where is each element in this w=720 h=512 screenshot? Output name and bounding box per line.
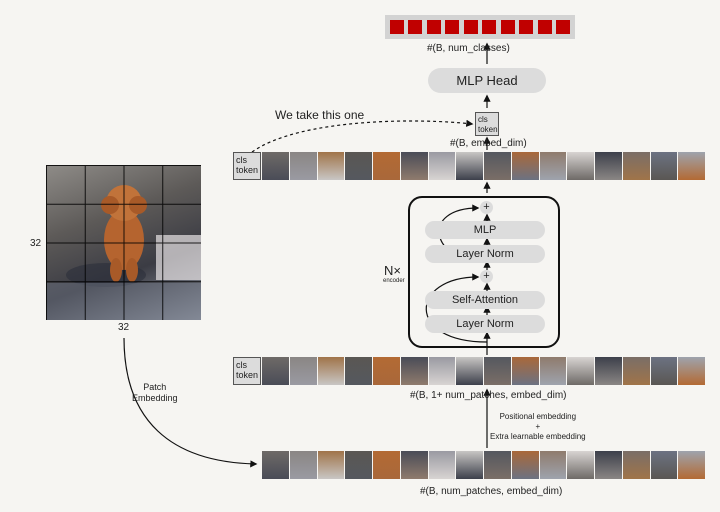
patch-grid <box>46 165 201 320</box>
embedding-note: Positional embedding + Extra learnable e… <box>490 412 586 442</box>
patch-tile <box>456 357 484 385</box>
layer-norm-bottom: Layer Norm <box>425 315 545 333</box>
patch-tile <box>539 357 568 385</box>
patch-tile <box>678 451 706 479</box>
patch-tile <box>345 451 373 479</box>
logit-cell <box>556 20 571 34</box>
sequence-shape-label: #(B, 1+ num_patches, embed_dim) <box>410 390 567 401</box>
logit-cell <box>408 20 423 34</box>
patch-tile <box>484 357 512 385</box>
patch-tile <box>428 451 457 479</box>
layer-norm-top: Layer Norm <box>425 245 545 263</box>
residual-bottom <box>425 273 488 343</box>
image-width-label: 32 <box>118 322 130 333</box>
patch-tile <box>539 451 568 479</box>
patch-tile <box>595 357 623 385</box>
patch-tile <box>456 451 484 479</box>
mlp-head: MLP Head <box>428 68 546 93</box>
patch-tile <box>678 357 706 385</box>
patch-embedding-label: Patch Embedding <box>132 382 178 403</box>
patches-shape-label: #(B, num_patches, embed_dim) <box>420 486 563 497</box>
patch-tile <box>511 451 540 479</box>
we-take-this-one-arrow <box>251 119 474 153</box>
patch-tile <box>262 451 290 479</box>
patch-tile <box>456 152 484 180</box>
patch-tile <box>678 152 706 180</box>
patch-tile <box>567 152 595 180</box>
extra-embedding-label: Extra learnable embedding <box>490 432 586 441</box>
patch-tile <box>622 451 651 479</box>
patch-tile <box>484 451 512 479</box>
n-label: N <box>384 263 394 278</box>
patch-tile <box>622 357 651 385</box>
output-shape-label: #(B, num_classes) <box>427 43 510 54</box>
residual-add-top: + <box>480 201 493 214</box>
logit-cell <box>426 20 441 34</box>
patch-tile <box>567 451 595 479</box>
patch-tile <box>289 152 318 180</box>
logit-cell <box>463 20 478 34</box>
logit-cell <box>500 20 515 34</box>
patch-tile <box>539 152 568 180</box>
logit-cell <box>519 20 534 34</box>
patch-tile <box>400 451 429 479</box>
input-image <box>46 165 201 320</box>
patch-tile <box>595 152 623 180</box>
patch-tile <box>317 451 346 479</box>
patch-tile <box>511 152 540 180</box>
logit-cell <box>482 20 497 34</box>
patch-tile <box>484 152 512 180</box>
cls-token-middle: cls token <box>233 357 261 385</box>
patch-tile <box>345 357 373 385</box>
times-symbol: × <box>393 263 401 278</box>
patch-tile <box>567 357 595 385</box>
patch-tile <box>317 357 346 385</box>
cls-token-top: cls token <box>233 152 261 180</box>
patch-tile <box>262 152 290 180</box>
top-token-strip <box>262 152 706 180</box>
image-height-label: 32 <box>30 238 42 249</box>
logit-cell <box>445 20 460 34</box>
patch-tile <box>650 357 679 385</box>
transformer-encoder-block <box>408 196 560 348</box>
logit-cell <box>537 20 552 34</box>
patch-tile <box>373 357 401 385</box>
n-times-label: N× <box>384 263 401 278</box>
output-logits <box>385 15 575 39</box>
patch-tile <box>650 152 679 180</box>
patch-tile <box>289 451 318 479</box>
patch-tile <box>345 152 373 180</box>
patch-tile <box>428 357 457 385</box>
patch-tile <box>289 357 318 385</box>
self-attention-block: Self-Attention <box>425 291 545 309</box>
patch-tile <box>428 152 457 180</box>
patch-tile <box>317 152 346 180</box>
patch-tile <box>400 152 429 180</box>
residual-add-bottom: + <box>480 270 493 283</box>
patch-tile <box>511 357 540 385</box>
plus-sign: + <box>535 422 541 431</box>
we-take-this-one-label: We take this one <box>275 108 365 122</box>
mlp-block: MLP <box>425 221 545 239</box>
positional-embedding-label: Positional embedding <box>499 412 577 421</box>
cls-token-output: cls token <box>475 112 499 136</box>
embed-shape-label: #(B, embed_dim) <box>450 138 527 149</box>
patch-token-strip <box>262 451 706 479</box>
patch-tile <box>373 152 401 180</box>
patch-tile <box>622 152 651 180</box>
logit-cell <box>389 20 404 34</box>
encoder-subscript: encoder <box>383 278 405 284</box>
patch-tile <box>373 451 401 479</box>
patch-tile <box>650 451 679 479</box>
patch-tile <box>400 357 429 385</box>
patch-embedding-arrow <box>123 337 258 468</box>
patch-tile <box>595 451 623 479</box>
middle-token-strip <box>262 357 706 385</box>
patch-tile <box>262 357 290 385</box>
